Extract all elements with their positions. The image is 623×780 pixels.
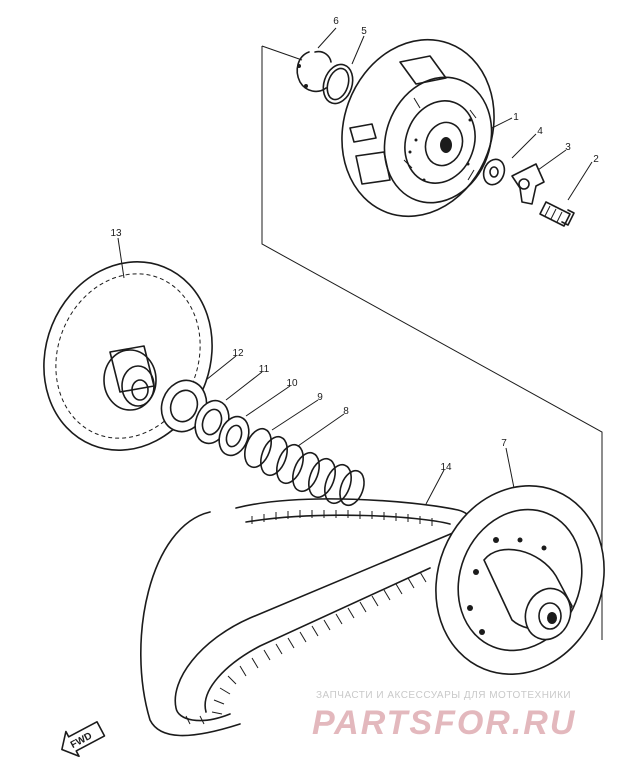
callout-13: 13 [110, 228, 122, 239]
callout-6: 6 [333, 16, 339, 27]
reference-frame [261, 45, 603, 640]
part-5-snap-ring [322, 63, 354, 105]
callout-leaders [117, 27, 593, 505]
part-3-lock-plate [511, 163, 545, 205]
fwd-arrow-icon: FWD [61, 720, 106, 758]
callout-11: 11 [259, 364, 270, 375]
part-2-bolt [539, 201, 575, 227]
callout-12: 12 [232, 348, 244, 359]
part-7-sliding-sheave [435, 485, 605, 675]
callout-4: 4 [537, 126, 543, 137]
belt-teeth [185, 510, 433, 725]
part-1-primary-sheave [341, 38, 495, 218]
callout-3: 3 [565, 142, 571, 153]
callout-9: 9 [317, 392, 323, 403]
watermark-tagline: ЗАПЧАСТИ И АКСЕССУАРЫ ДЛЯ МОТОТЕХНИКИ [316, 690, 571, 701]
watermark-brand: PARTSFOR.RU [312, 704, 576, 742]
callout-1: 1 [513, 112, 519, 123]
part-4-washer [482, 158, 506, 186]
part-6-circlip [296, 50, 332, 93]
callout-7: 7 [501, 438, 507, 449]
watermark: ЗАПЧАСТИ И АКСЕССУАРЫ ДЛЯ МОТОТЕХНИКИ PA… [312, 690, 576, 742]
part-8-spring [244, 427, 365, 507]
callout-14: 14 [440, 462, 452, 473]
callout-10: 10 [286, 378, 298, 389]
callout-5: 5 [361, 26, 367, 37]
callout-8: 8 [343, 406, 349, 417]
callout-labels: 6 5 1 4 3 2 13 12 11 10 9 8 14 7 [110, 16, 599, 473]
callout-2: 2 [593, 154, 599, 165]
